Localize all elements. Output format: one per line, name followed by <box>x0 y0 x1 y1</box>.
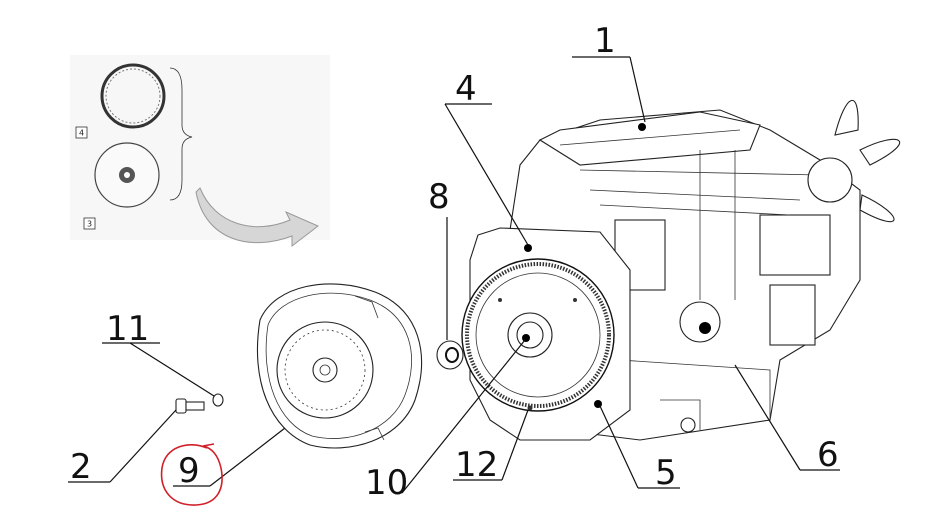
clutch-assembly <box>256 283 422 449</box>
callout-2: 2 <box>70 447 92 487</box>
inset-label-3: 3 <box>87 220 92 229</box>
leader-lines <box>68 56 840 494</box>
inset-label-4: 4 <box>79 129 84 138</box>
washer <box>212 393 224 407</box>
callout-6: 6 <box>817 435 839 475</box>
callout-5: 5 <box>655 453 677 493</box>
inset-ring-gear <box>100 63 166 129</box>
callout-12: 12 <box>455 445 498 485</box>
bolt <box>175 398 205 414</box>
callout-9: 9 <box>178 451 200 491</box>
release-bearing <box>436 340 464 370</box>
highlight-circle <box>160 443 223 506</box>
callout-8: 8 <box>428 177 450 217</box>
inset-label-box-4 <box>75 126 88 139</box>
callout-4: 4 <box>455 69 477 109</box>
inset-detail: 4 3 <box>70 55 330 248</box>
flywheel-ring-gear <box>465 262 611 408</box>
callout-10: 10 <box>365 463 408 503</box>
inset-arrow-icon <box>195 187 319 248</box>
callout-11: 11 <box>106 309 149 349</box>
callout-1: 1 <box>594 21 616 61</box>
inset-label-box-3 <box>83 217 96 230</box>
inset-brace <box>169 67 193 201</box>
engine-assembly <box>461 99 901 441</box>
